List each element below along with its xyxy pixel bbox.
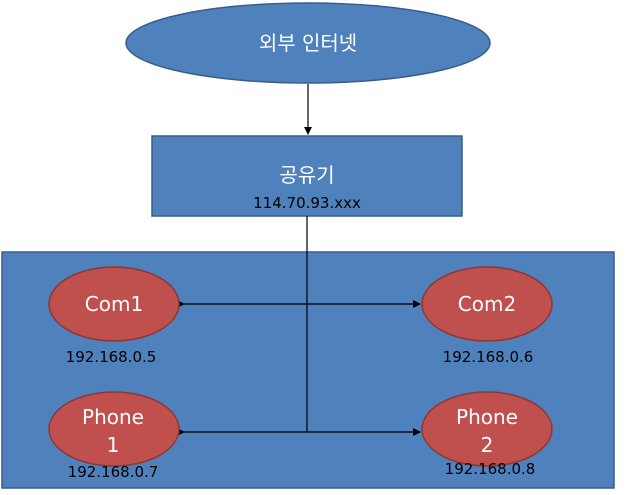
phone1-label-line1: Phone <box>82 405 144 429</box>
phone1-node <box>48 391 180 467</box>
internet-node <box>125 2 491 84</box>
com2-node <box>421 266 553 342</box>
phone2-label-line2: 2 <box>481 433 494 457</box>
com2-ip: 192.168.0.6 <box>443 348 534 366</box>
phone2-node <box>421 391 553 467</box>
com1-node <box>48 266 180 342</box>
phone2-label-line1: Phone <box>456 405 518 429</box>
com2-label: Com2 <box>458 292 516 316</box>
phone2-ip: 192.168.0.8 <box>445 460 536 478</box>
phone1-label-line2: 1 <box>107 433 120 457</box>
router-label: 공유기 <box>279 163 334 187</box>
phone1-ip: 192.168.0.7 <box>68 463 159 481</box>
com1-label: Com1 <box>85 292 143 316</box>
internet-label: 외부 인터넷 <box>259 31 357 55</box>
router-ip: 114.70.93.xxx <box>253 194 361 212</box>
com1-ip: 192.168.0.5 <box>66 348 157 366</box>
